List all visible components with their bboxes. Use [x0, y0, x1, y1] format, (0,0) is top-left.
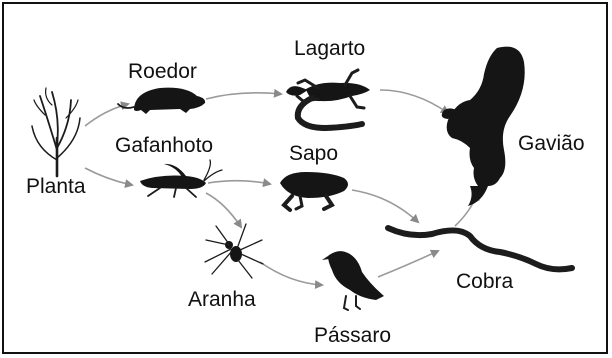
arrow-sapo-cobra [352, 190, 418, 222]
snake-icon [388, 228, 572, 269]
bird-icon [322, 251, 384, 310]
label-passaro: Pássaro [314, 324, 391, 347]
arrow-roedor-lagarto [206, 93, 281, 99]
label-cobra: Cobra [456, 270, 514, 293]
arrow-passaro-cobra [378, 251, 438, 277]
food-web-arrows [85, 90, 478, 285]
plant-icon [32, 88, 80, 176]
label-roedor: Roedor [128, 60, 197, 83]
label-aranha: Aranha [188, 288, 256, 311]
label-lagarto: Lagarto [294, 37, 365, 60]
label-gaviao: Gavião [518, 132, 585, 155]
arrow-planta-gafanhoto [85, 168, 132, 185]
arrow-gafanhoto-aranha [206, 193, 241, 227]
spider-icon [205, 224, 263, 278]
frog-icon [280, 172, 348, 210]
label-sapo: Sapo [289, 142, 338, 165]
arrow-lagarto-gaviao [380, 90, 448, 113]
label-planta: Planta [26, 175, 86, 198]
hawk-icon [442, 47, 525, 206]
label-gafanhoto: Gafanhoto [115, 134, 213, 157]
arrow-gafanhoto-sapo [208, 181, 270, 184]
grasshopper-icon [140, 160, 222, 197]
lizard-icon [286, 70, 370, 128]
arrow-aranha-passaro [260, 262, 322, 285]
rodent-icon [118, 88, 205, 114]
